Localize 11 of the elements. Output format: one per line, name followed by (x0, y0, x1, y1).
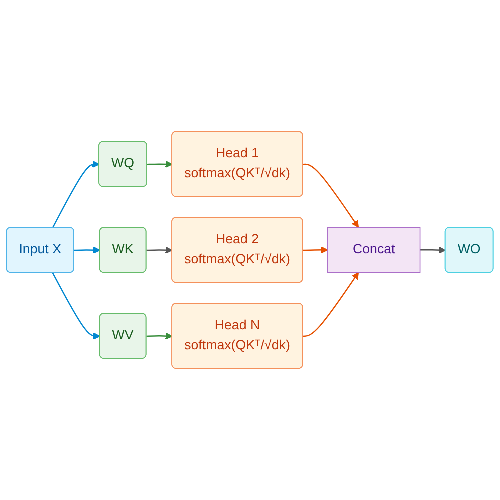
arrow (52, 272, 101, 340)
arrow (303, 246, 328, 254)
arrow (146, 332, 173, 340)
arrow (74, 246, 101, 254)
arrow (303, 164, 360, 228)
arrow (420, 246, 446, 254)
node-box: Concat (328, 227, 421, 273)
arrow (147, 160, 173, 168)
arrow (52, 160, 100, 228)
arrow (146, 246, 173, 254)
arrow (303, 272, 360, 337)
